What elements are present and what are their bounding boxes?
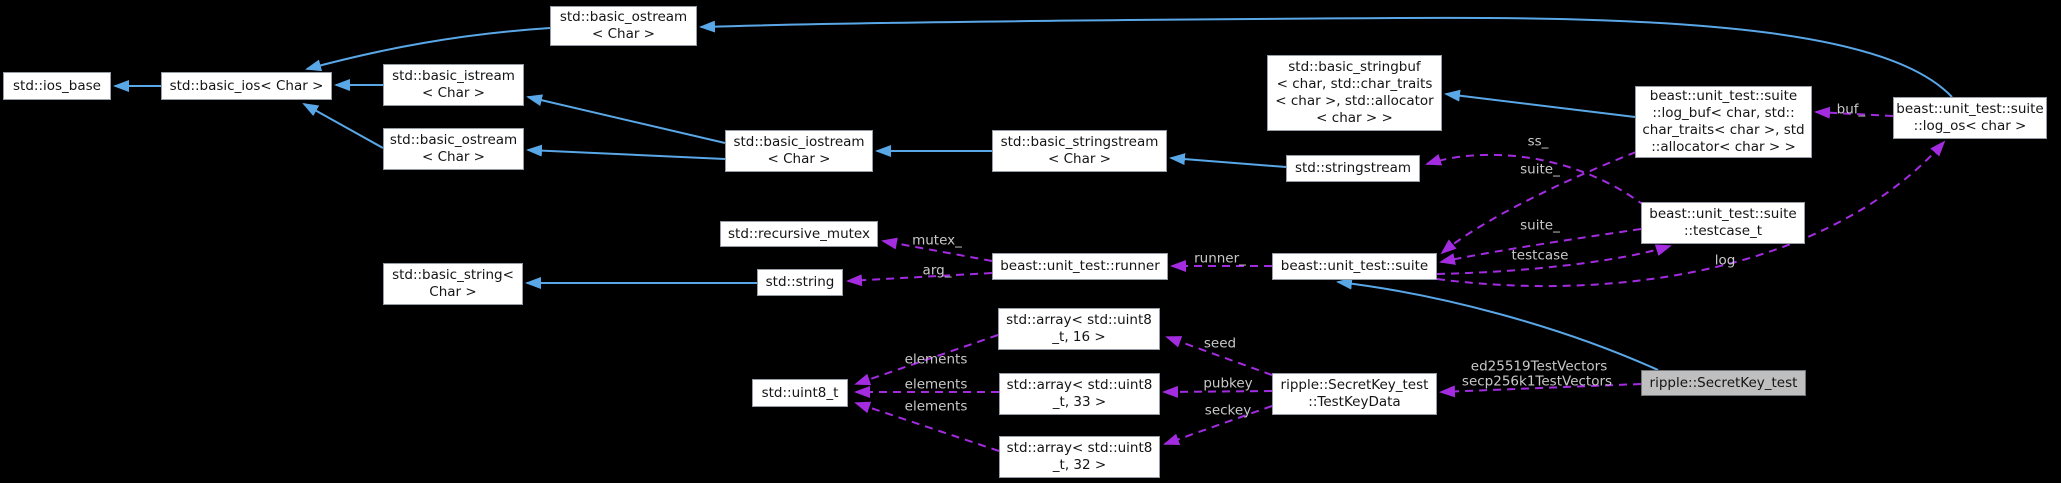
- node-beast-suite-log_os[interactable]: beast::unit_test::suite ::log_os< char >: [1893, 97, 2047, 139]
- edge-usage-secretkey_test-testkeydata: [1439, 383, 1642, 398]
- edge-label-suite-upper: suite_: [1520, 161, 1560, 178]
- edge-label-ss: ss_: [1527, 133, 1549, 150]
- edge-usage-testkeydata-array33: [1162, 385, 1273, 398]
- edge-inherit-basic_iostream-basic_ostream_left: [526, 144, 726, 160]
- edge-label-elements-3: elements: [904, 398, 968, 415]
- edge-usage-suite-log_os: [1436, 140, 1946, 288]
- node-std-array-33[interactable]: std::array< std::uint8 _t, 33 >: [999, 373, 1160, 415]
- node-std-ios_base[interactable]: std::ios_base: [3, 72, 111, 100]
- edge-label-elements-1: elements: [904, 351, 968, 368]
- edge-inherit-basic_ostream_top-basic_ios: [305, 27, 551, 72]
- node-std-array-32[interactable]: std::array< std::uint8 _t, 32 >: [999, 436, 1160, 478]
- edge-label-seed: seed: [1203, 335, 1237, 352]
- node-beast-runner[interactable]: beast::unit_test::runner: [992, 253, 1168, 280]
- edge-usage-array16-uint8_t: [854, 334, 999, 386]
- edge-inherit-log_buf-basic_stringbuf: [1444, 89, 1636, 118]
- node-std-string[interactable]: std::string: [757, 269, 843, 296]
- edge-usage-testcase_t-stringstream: [1425, 153, 1646, 207]
- edge-inherit-stringstream-basic_stringstream: [1169, 153, 1287, 168]
- edge-inherit-basic_ostream_left-basic_ios: [302, 103, 384, 149]
- node-std-uint8_t[interactable]: std::uint8_t: [752, 379, 848, 407]
- node-ripple-secretkey_test[interactable]: ripple::SecretKey_test: [1641, 370, 1806, 396]
- edge-label-buf: buf_: [1836, 101, 1866, 118]
- node-beast-suite[interactable]: beast::unit_test::suite: [1272, 253, 1437, 280]
- node-std-stringstream[interactable]: std::stringstream: [1286, 155, 1420, 182]
- edge-inherit-log_os-basic_ostream_top: [699, 16, 1953, 98]
- node-std-basic_ostream-top[interactable]: std::basic_ostream < Char >: [550, 6, 697, 46]
- edge-label-suite-lower: suite_: [1520, 217, 1560, 234]
- node-std-basic_ostream-left[interactable]: std::basic_ostream < Char >: [383, 128, 524, 170]
- edge-usage-runner-string: [846, 272, 993, 287]
- edge-label-testcase: testcase: [1511, 247, 1569, 264]
- edge-label-pubkey: pubkey: [1203, 375, 1253, 392]
- edge-label-secp256k1testvectors: secp256k1TestVectors: [1461, 373, 1613, 390]
- node-std-basic_string[interactable]: std::basic_string< Char >: [383, 263, 523, 305]
- node-std-basic_ios[interactable]: std::basic_ios< Char >: [161, 72, 332, 100]
- node-std-array-16[interactable]: std::array< std::uint8 _t, 16 >: [998, 308, 1160, 350]
- edge-label-runner: runner_: [1194, 250, 1246, 267]
- node-std-basic_stringbuf[interactable]: std::basic_stringbuf < char, std::char_t…: [1267, 55, 1442, 131]
- edge-inherit-secretkey_test-suite: [1336, 277, 1659, 371]
- node-std-basic_stringstream[interactable]: std::basic_stringstream < Char >: [992, 130, 1167, 172]
- edge-usage-array32-uint8_t: [854, 401, 1000, 452]
- node-std-recursive_mutex[interactable]: std::recursive_mutex: [720, 221, 878, 247]
- node-std-basic_istream[interactable]: std::basic_istream < Char >: [383, 64, 524, 106]
- edge-usage-testkeydata-array32: [1163, 405, 1273, 445]
- node-beast-suite-testcase_t[interactable]: beast::unit_test::suite ::testcase_t: [1641, 202, 1805, 244]
- edge-inherit-basic_iostream-basic_istream: [526, 94, 726, 144]
- node-std-basic_iostream[interactable]: std::basic_iostream < Char >: [725, 130, 873, 172]
- edge-label-ed25519testvectors: ed25519TestVectors: [1470, 358, 1608, 375]
- node-beast-suite-log_buf[interactable]: beast::unit_test::suite ::log_buf< char,…: [1635, 86, 1812, 158]
- edge-usage-testkeydata-array16: [1165, 336, 1273, 376]
- edge-usage-suite-testcase_t: [1436, 244, 1672, 275]
- edge-usage-runner-recursive_mutex: [881, 237, 993, 262]
- edge-usage-log_buf-suite: [1440, 151, 1637, 255]
- edge-label-arg: arg_: [922, 262, 952, 279]
- node-ripple-testkeydata[interactable]: ripple::SecretKey_test ::TestKeyData: [1272, 373, 1437, 415]
- edge-label-elements-2: elements: [904, 376, 968, 393]
- edge-label-seckey: seckey: [1204, 402, 1252, 419]
- edge-usage-testcase_t-suite: [1439, 228, 1642, 265]
- edge-label-log: log: [1714, 252, 1736, 269]
- edge-label-mutex: mutex_: [912, 232, 962, 249]
